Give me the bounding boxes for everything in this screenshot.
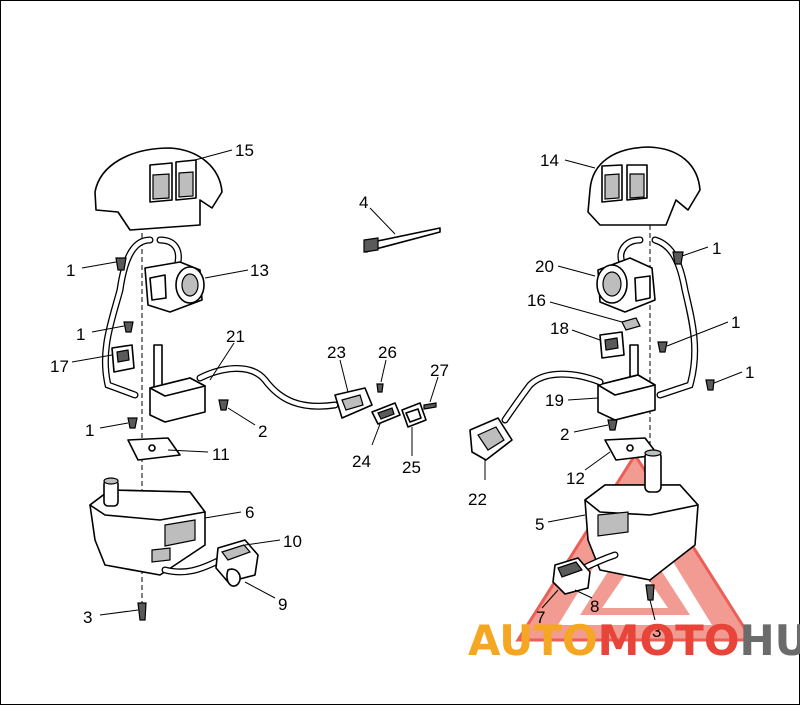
callout-13: 13 [250, 261, 269, 280]
callout-12: 12 [566, 469, 585, 488]
callout-19: 19 [545, 391, 564, 410]
watermark-moto: MOTO [598, 616, 740, 665]
watermark-hub: HUB [740, 616, 800, 665]
left-switch-housing-assembly [89, 147, 441, 621]
callout-14: 14 [540, 151, 559, 170]
upper-housing-left [94, 147, 223, 231]
screws-left [115, 257, 229, 621]
callout-3: 3 [83, 608, 92, 627]
right-switch-housing-assembly [469, 146, 715, 601]
leader-lines [71, 149, 743, 621]
connector-9-10 [215, 539, 259, 587]
callout-5: 5 [535, 515, 544, 534]
upper-housing-right [587, 146, 701, 226]
module-19 [597, 374, 656, 421]
callout-16: 16 [527, 291, 546, 310]
module-21 [149, 377, 206, 423]
callout-9: 9 [278, 595, 287, 614]
screws-right [607, 251, 715, 601]
connector-7-8 [552, 557, 591, 595]
callout-7: 7 [536, 608, 545, 627]
callout-26: 26 [378, 343, 397, 362]
connector-22 [469, 417, 513, 461]
switch-module-left [144, 261, 205, 313]
callout-18: 18 [550, 319, 569, 338]
connector-23 [334, 387, 373, 419]
callout-1: 1 [76, 325, 85, 344]
callout-1: 1 [731, 313, 740, 332]
callout-3: 3 [652, 622, 661, 641]
callout-10: 10 [283, 532, 302, 551]
item-16 [621, 317, 641, 331]
lower-housing-left [89, 477, 206, 576]
callout-2: 2 [560, 425, 569, 444]
callout-24: 24 [352, 452, 371, 471]
callout-15: 15 [235, 141, 254, 160]
pin-27 [423, 402, 437, 410]
callout-6: 6 [245, 503, 254, 522]
callout-1: 1 [85, 421, 94, 440]
callout-labels: 15 14 4 1 13 1 21 17 23 26 27 1 2 11 24 … [50, 141, 754, 641]
watermark-logo: AUTOMOTOHUB [468, 616, 800, 665]
callout-22: 22 [468, 490, 487, 509]
callout-11: 11 [212, 445, 230, 464]
callout-21: 21 [226, 327, 245, 346]
callout-23: 23 [327, 343, 346, 362]
watermark-auto: AUTO [468, 616, 598, 665]
callout-1: 1 [745, 363, 754, 382]
callout-27: 27 [430, 361, 449, 380]
switch-module-right [596, 257, 656, 313]
callout-4: 4 [359, 193, 368, 212]
pin-26 [376, 383, 384, 393]
callout-8: 8 [590, 597, 599, 616]
callout-17: 17 [50, 357, 69, 376]
callout-1: 1 [66, 261, 75, 280]
callout-25: 25 [402, 458, 421, 477]
callout-1: 1 [712, 239, 721, 258]
callout-2: 2 [258, 422, 267, 441]
callout-20: 20 [535, 257, 554, 276]
svg-text:AUTOMOTOHUB: AUTOMOTOHUB [468, 616, 800, 665]
